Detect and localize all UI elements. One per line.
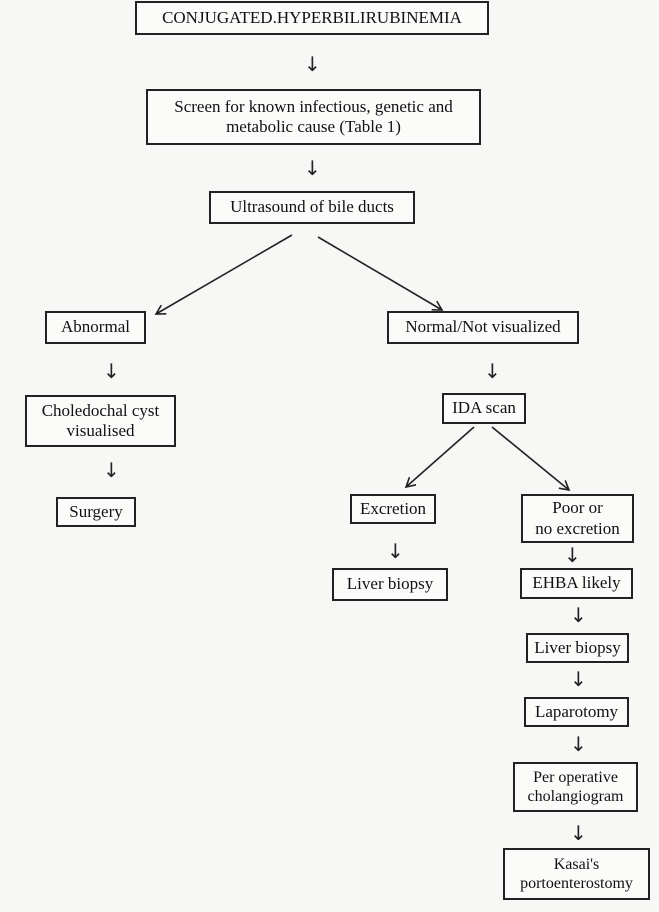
arrow-ida-to-poor <box>491 426 571 492</box>
arrow-ida-to-excretion <box>404 426 475 489</box>
arrow-down-icon: ↓ <box>570 732 587 756</box>
node-screen: Screen for known infectious, genetic and… <box>146 89 481 145</box>
arrow-down-icon: ↓ <box>103 458 120 482</box>
arrow-down-icon: ↓ <box>304 156 321 180</box>
node-surgery: Surgery <box>56 497 136 527</box>
node-laparotomy: Laparotomy <box>524 697 629 727</box>
node-screen-label: Screen for known infectious, genetic and… <box>174 96 453 136</box>
node-laparotomy-label: Laparotomy <box>534 701 619 721</box>
arrow-down-icon: ↓ <box>564 543 581 567</box>
arrow-down-icon: ↓ <box>387 539 404 563</box>
arrow-down-icon: ↓ <box>570 667 587 691</box>
node-ida-label: IDA scan <box>452 398 516 418</box>
node-root: CONJUGATED.HYPERBILIRUBINEMIA <box>135 1 489 35</box>
arrow-ultrasound-to-normal <box>317 236 444 311</box>
node-cholangiogram-label: Per operative cholangiogram <box>527 768 624 805</box>
node-ehba: EHBA likely <box>520 568 633 599</box>
node-surgery-label: Surgery <box>69 501 123 521</box>
node-kasai: Kasai's portoenterostomy <box>503 848 650 900</box>
node-excretion-label: Excretion <box>359 498 427 518</box>
arrow-down-icon: ↓ <box>570 821 587 845</box>
node-liver-biopsy-right-label: Liver biopsy <box>534 637 621 657</box>
node-ehba-label: EHBA likely <box>532 573 621 593</box>
node-liver-biopsy-left-label: Liver biopsy <box>346 574 434 594</box>
node-ultrasound-label: Ultrasound of bile ducts <box>230 197 394 217</box>
arrow-down-icon: ↓ <box>484 359 501 383</box>
node-choledochal: Choledochal cyst visualised <box>25 395 176 447</box>
node-abnormal: Abnormal <box>45 311 146 344</box>
arrow-down-icon: ↓ <box>103 359 120 383</box>
node-poor-label: Poor or no excretion <box>535 498 620 538</box>
arrow-ultrasound-to-abnormal <box>154 234 293 315</box>
node-normal-label: Normal/Not visualized <box>405 317 561 337</box>
node-excretion: Excretion <box>350 494 436 524</box>
node-choledochal-label: Choledochal cyst visualised <box>41 400 160 440</box>
node-ultrasound: Ultrasound of bile ducts <box>209 191 415 224</box>
arrow-down-icon: ↓ <box>570 603 587 627</box>
node-poor: Poor or no excretion <box>521 494 634 543</box>
node-kasai-label: Kasai's portoenterostomy <box>520 855 633 892</box>
node-abnormal-label: Abnormal <box>61 317 130 337</box>
node-normal: Normal/Not visualized <box>387 311 579 344</box>
node-root-label: CONJUGATED.HYPERBILIRUBINEMIA <box>162 7 462 27</box>
node-cholangiogram: Per operative cholangiogram <box>513 762 638 812</box>
node-liver-biopsy-left: Liver biopsy <box>332 568 448 601</box>
node-liver-biopsy-right: Liver biopsy <box>526 633 629 663</box>
arrow-down-icon: ↓ <box>304 52 321 76</box>
node-ida: IDA scan <box>442 393 526 424</box>
